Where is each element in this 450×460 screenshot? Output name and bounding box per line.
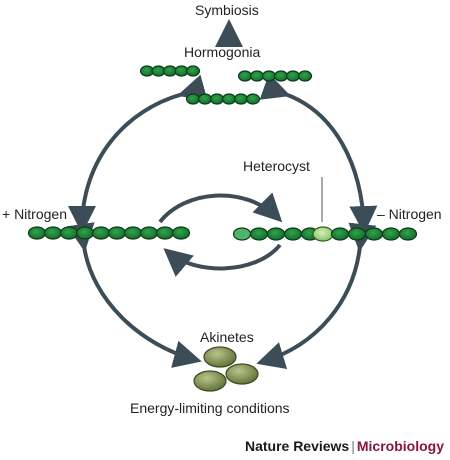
vegetative-cell bbox=[221, 93, 237, 105]
arrow-minus-to-plus-nitrogen bbox=[163, 243, 282, 277]
plus-nitrogen-label: + Nitrogen bbox=[2, 206, 67, 222]
heterocyst-label: Heterocyst bbox=[243, 158, 310, 174]
vegetative-cell bbox=[381, 227, 401, 241]
energy-limiting-conditions-label: Energy-limiting conditions bbox=[130, 400, 290, 416]
vegetative-cell bbox=[273, 70, 289, 82]
akinetes-label: Akinetes bbox=[200, 329, 254, 345]
minus-nitrogen-label: – Nitrogen bbox=[377, 206, 442, 222]
journal-name: Microbiology bbox=[356, 438, 444, 454]
vegetative-cell bbox=[285, 70, 301, 82]
akinete-cell bbox=[193, 370, 227, 392]
arrow-plus-to-minus-nitrogen bbox=[158, 192, 283, 224]
vegetative-cell bbox=[283, 227, 303, 241]
journal-footer: Nature Reviews|Microbiology bbox=[245, 438, 444, 454]
vegetative-cell bbox=[266, 227, 286, 241]
vegetative-cell bbox=[91, 226, 111, 240]
vegetative-cell bbox=[249, 70, 265, 82]
hormogonia-label: Hormogonia bbox=[184, 44, 261, 60]
hormogonia-filament-bottom bbox=[185, 93, 261, 105]
vegetative-cell bbox=[123, 226, 143, 240]
akinete-cell bbox=[203, 346, 237, 368]
vegetative-cell bbox=[398, 227, 418, 241]
vegetative-cell bbox=[249, 227, 269, 241]
vegetative-cell bbox=[261, 70, 277, 82]
vegetative-cell bbox=[185, 93, 201, 105]
vegetative-cell bbox=[232, 227, 252, 241]
vegetative-cell bbox=[27, 226, 47, 240]
vegetative-cell bbox=[330, 227, 350, 241]
arrow-hormogonia-to-minus-nitrogen bbox=[259, 73, 378, 234]
vegetative-cell bbox=[155, 226, 175, 240]
vegetative-cell bbox=[43, 226, 63, 240]
vegetative-cell bbox=[209, 93, 225, 105]
symbiosis-label: Symbiosis bbox=[195, 2, 259, 18]
vegetative-cell bbox=[197, 93, 213, 105]
hormogonia-filament-top-right bbox=[237, 70, 313, 82]
vegetative-cell bbox=[185, 65, 201, 77]
arrow-plus-nitrogen-to-akinetes bbox=[66, 222, 202, 368]
vegetative-cell bbox=[59, 226, 79, 240]
footer-separator: | bbox=[351, 438, 355, 454]
publisher-name: Nature Reviews bbox=[244, 438, 350, 454]
vegetative-filament-plus-nitrogen bbox=[27, 226, 191, 240]
vegetative-cell bbox=[237, 70, 253, 82]
vegetative-cell bbox=[139, 226, 159, 240]
vegetative-cell bbox=[171, 226, 191, 240]
vegetative-cell bbox=[75, 226, 95, 240]
arrow-hormogonia-to-plus-nitrogen bbox=[68, 74, 208, 234]
vegetative-cell bbox=[245, 93, 261, 105]
vegetative-cell bbox=[297, 70, 313, 82]
vegetative-cell bbox=[107, 226, 127, 240]
hormogonia-filament-top-left bbox=[139, 65, 201, 77]
vegetative-cell bbox=[347, 227, 367, 241]
vegetative-cell bbox=[233, 93, 249, 105]
arrow-minus-nitrogen-to-akinetes bbox=[256, 222, 377, 369]
heterocystous-filament-minus-nitrogen bbox=[232, 226, 418, 242]
vegetative-cell bbox=[364, 227, 384, 241]
akinete-cell bbox=[225, 363, 259, 385]
heterocyst-cell bbox=[312, 226, 334, 242]
